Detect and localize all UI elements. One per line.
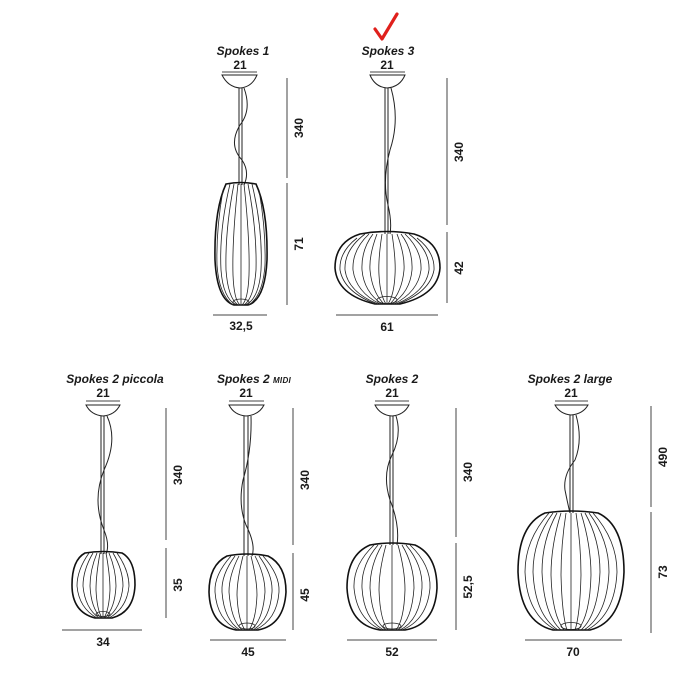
width-label: 34 bbox=[96, 635, 110, 649]
canopy-icon bbox=[374, 404, 410, 417]
canopy-icon bbox=[85, 404, 121, 417]
canopy-icon bbox=[369, 74, 406, 89]
canopy-diameter-label: 21 bbox=[380, 58, 394, 72]
cable-length-label: 490 bbox=[656, 447, 670, 467]
cable-length-label: 340 bbox=[452, 142, 466, 162]
cable-length-label: 340 bbox=[171, 465, 185, 485]
width-label: 45 bbox=[241, 645, 255, 659]
red-checkmark-icon bbox=[373, 12, 399, 41]
height-label: 35 bbox=[171, 578, 185, 592]
cable-length-label: 340 bbox=[292, 118, 306, 138]
canopy-diameter-label: 21 bbox=[564, 386, 578, 400]
canopy-icon bbox=[228, 404, 265, 417]
lamp-spokes-2-large: Spokes 2 large 21 490 73 70 bbox=[517, 372, 670, 659]
lamp-shade-icon bbox=[214, 181, 268, 306]
canopy-icon bbox=[554, 404, 589, 416]
lamp-title: Spokes 2 MIDI bbox=[217, 372, 292, 386]
width-label: 32,5 bbox=[229, 319, 253, 333]
canopy-diameter-label: 21 bbox=[233, 58, 247, 72]
width-label: 52 bbox=[385, 645, 399, 659]
lamp-shade-icon bbox=[208, 553, 287, 631]
height-label: 45 bbox=[298, 588, 312, 602]
height-label: 42 bbox=[452, 261, 466, 275]
width-label: 70 bbox=[566, 645, 580, 659]
power-cable bbox=[384, 87, 396, 235]
width-label: 61 bbox=[380, 320, 394, 334]
power-cable bbox=[386, 415, 399, 546]
lamp-title: Spokes 3 bbox=[362, 44, 415, 58]
lamp-spokes-1: Spokes 1 21 340 71 32,5 bbox=[213, 44, 306, 333]
lamp-title: Spokes 2 large bbox=[528, 372, 613, 386]
canopy-diameter-label: 21 bbox=[239, 386, 253, 400]
lamp-spokes-3: Spokes 3 21 340 42 61 bbox=[334, 44, 466, 334]
lamp-shade-icon bbox=[346, 542, 438, 631]
lamp-title: Spokes 1 bbox=[217, 44, 270, 58]
lamp-shade-icon bbox=[517, 510, 625, 631]
lamp-shade-icon bbox=[71, 550, 136, 619]
lamp-shade-icon bbox=[334, 230, 441, 305]
power-cable bbox=[97, 415, 113, 555]
lamp-spokes-2-piccola: Spokes 2 piccola 21 340 35 34 bbox=[62, 372, 185, 649]
size-suffix: MIDI bbox=[273, 376, 292, 385]
cable-length-label: 340 bbox=[298, 470, 312, 490]
power-cable bbox=[564, 414, 580, 514]
height-label: 73 bbox=[656, 565, 670, 579]
canopy-diameter-label: 21 bbox=[96, 386, 110, 400]
cable-length-label: 340 bbox=[461, 462, 475, 482]
canopy-diameter-label: 21 bbox=[385, 386, 399, 400]
lamp-title: Spokes 2 piccola bbox=[66, 372, 164, 386]
height-label: 71 bbox=[292, 237, 306, 251]
canopy-icon bbox=[221, 74, 258, 89]
power-cable bbox=[234, 87, 248, 186]
lamp-title: Spokes 2 bbox=[366, 372, 419, 386]
power-cable bbox=[240, 415, 254, 557]
lamp-spokes-2-midi: Spokes 2 MIDI 21 340 45 45 bbox=[208, 372, 312, 659]
lamp-spokes-2: Spokes 2 21 340 52,5 52 bbox=[346, 372, 475, 659]
height-label: 52,5 bbox=[461, 575, 475, 599]
